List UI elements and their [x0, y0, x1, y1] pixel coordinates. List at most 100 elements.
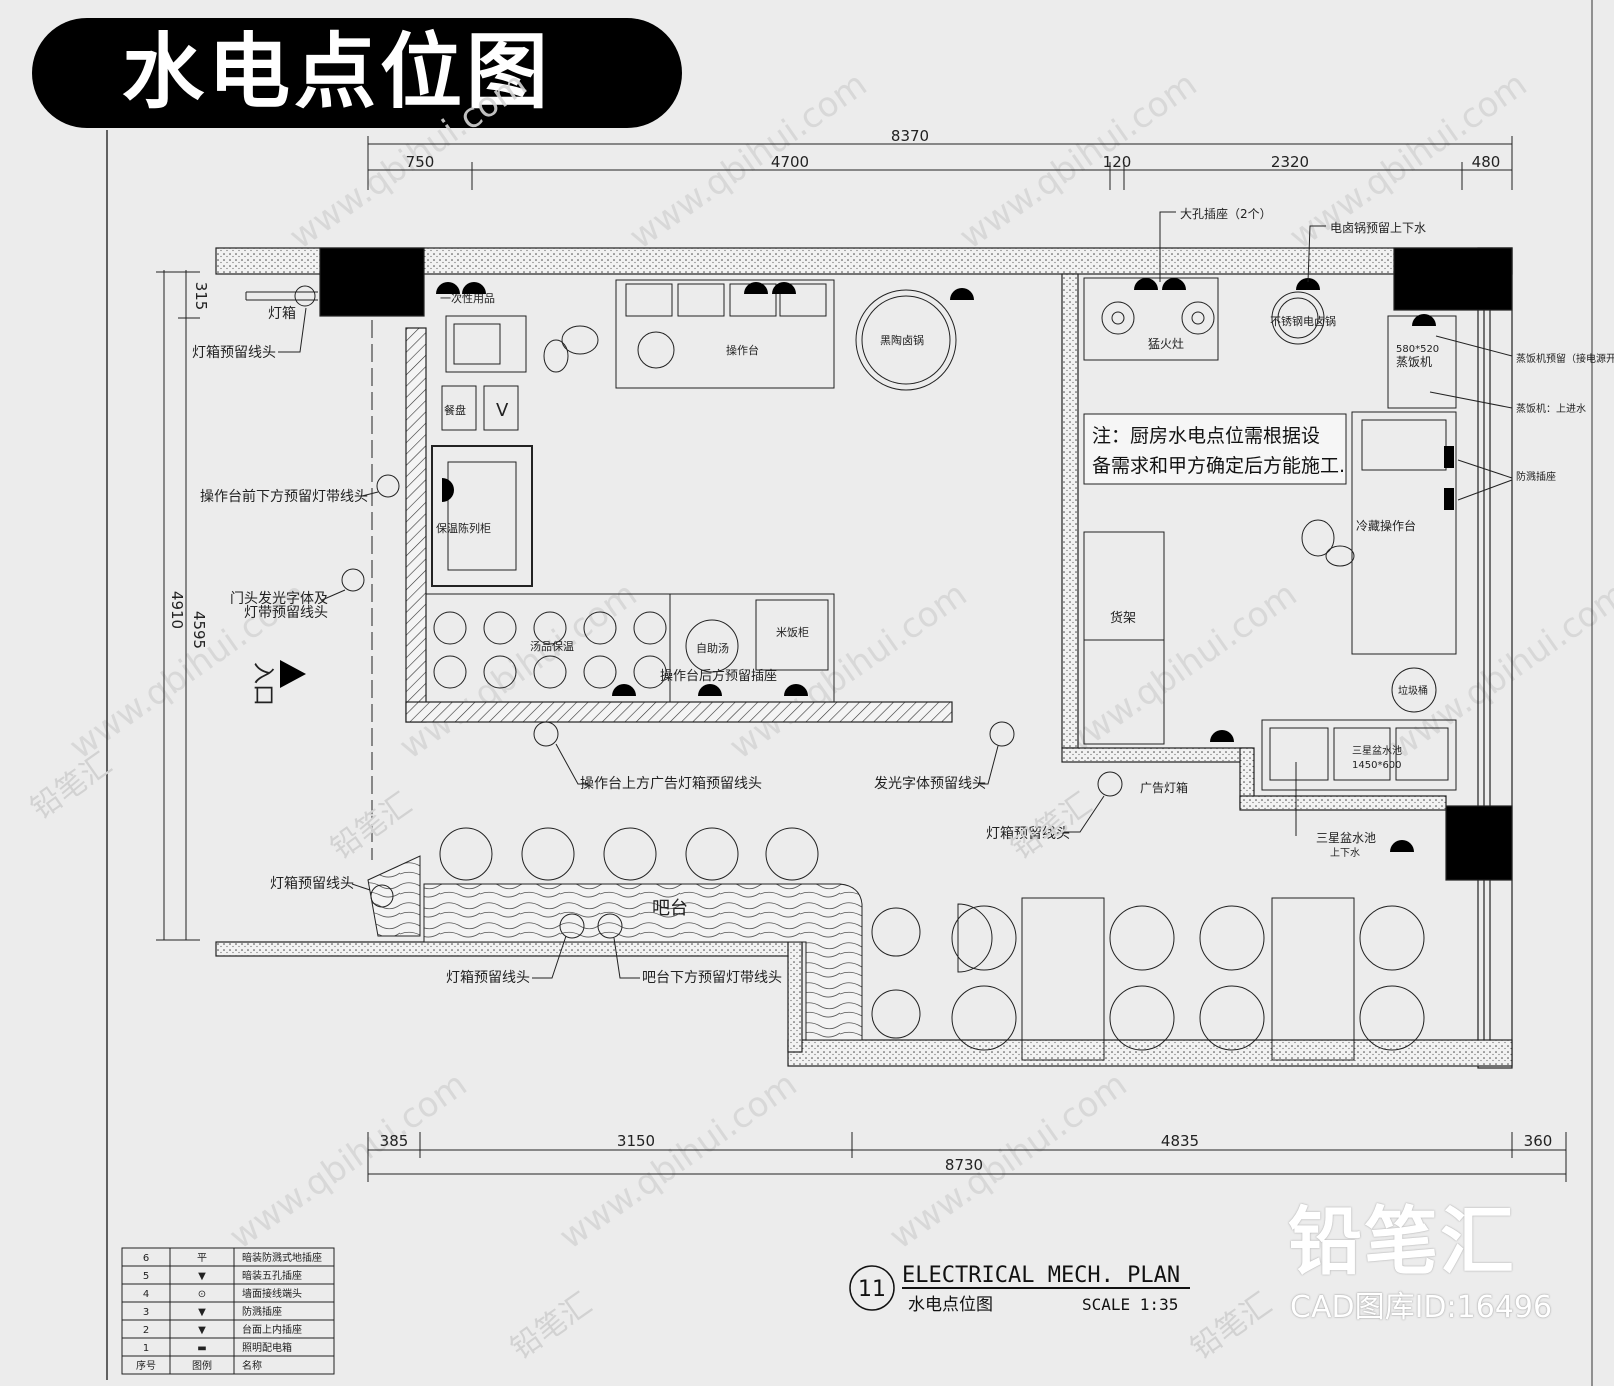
- dim-top-seg-2: 4700: [771, 153, 809, 171]
- label-fridge-table: 冷藏操作台: [1356, 518, 1416, 533]
- counter-left: [405, 327, 427, 723]
- kitchen-note-1: 注：厨房水电点位需根据设: [1092, 425, 1320, 447]
- label-display-case: 保温陈列柜: [436, 521, 491, 535]
- kitchen-note-box: [1083, 413, 1347, 485]
- label-steamer-water: 蒸饭机：上进水: [1516, 402, 1586, 415]
- fridge-table: [1351, 411, 1457, 655]
- legend-symbol: ▼: [198, 1271, 206, 1282]
- label-stove: 猛火灶: [1148, 337, 1184, 351]
- label-rice-cabinet: 米饭柜: [776, 626, 809, 639]
- pillar-top-left: [319, 247, 425, 317]
- watermark: www.qbihui.com: [882, 1064, 1134, 1257]
- label-bar: 吧台: [652, 898, 688, 919]
- person-figure-kitchen: [1301, 519, 1355, 567]
- dim-top-seg-4: 2320: [1271, 153, 1309, 171]
- claypot-stove: [855, 289, 957, 391]
- legend-symbol: ▬: [197, 1343, 206, 1354]
- label-door-sign-1: 门头发光字体及: [230, 591, 328, 607]
- dim-left-inner: 4595: [190, 611, 208, 649]
- dim-top-seg-3: 120: [1103, 153, 1132, 171]
- brand-logo-text: 铅笔汇: [1288, 1199, 1516, 1285]
- legend-no: 2: [143, 1325, 149, 1336]
- page-title-banner: 水电点位图: [32, 18, 682, 128]
- wall-bottom-left: [215, 941, 803, 957]
- label-self-serve: 自助汤: [696, 641, 729, 655]
- display-case: [431, 445, 533, 587]
- legend-table: 6 平 暗装防溅式地插座 5 ▼ 暗装五孔插座 4 ⊙ 墙面接线端头 3 ▼ 防…: [121, 1247, 335, 1375]
- legend-symbol: ▼: [198, 1307, 206, 1318]
- kitchen-area: 猛火灶 不锈钢电卤锅 注：厨房水电点位需根据设 备需求和甲方确定后方能施工. 货…: [1083, 206, 1614, 859]
- dim-top-total: 8370: [891, 127, 929, 145]
- label-soup-pots: 汤品保温: [530, 639, 574, 653]
- dim-bottom-seg-3: 4835: [1161, 1132, 1199, 1150]
- walls: [215, 247, 1513, 1069]
- legend-header-symbol: 图例: [192, 1359, 212, 1372]
- legend-symbol: 平: [197, 1253, 207, 1264]
- label-steamer: 蒸饭机: [1396, 355, 1432, 369]
- plan-scale: SCALE 1:35: [1082, 1295, 1178, 1314]
- operation-table: [615, 279, 835, 389]
- watermark: www.qbihui.com: [1382, 574, 1614, 767]
- pillar-top-right: [1393, 247, 1513, 311]
- counter-bottom: [405, 701, 953, 723]
- label-lamp-box-reserve-3: 灯箱预留线头: [446, 970, 530, 986]
- left-dimensions: 315 4910 4595: [156, 270, 210, 941]
- legend-no: 4: [143, 1289, 149, 1300]
- label-bar-strip: 吧台下方预留灯带线头: [642, 970, 782, 986]
- legend-symbol: ▼: [198, 1325, 206, 1336]
- watermark: www.qbihui.com: [222, 1064, 474, 1257]
- label-door-sign-2: 灯带预留线头: [244, 605, 328, 621]
- label-anti-splash: 防溅插座: [1516, 470, 1556, 483]
- label-operation-table: 操作台: [726, 343, 759, 357]
- kitchen-partition: [1061, 273, 1079, 749]
- legend-name: 墙面接线端头: [242, 1287, 302, 1300]
- label-claypot-stove: 黑陶卤锅: [880, 333, 924, 347]
- dim-left-small: 315: [192, 282, 210, 311]
- wall-bottom-right: [787, 1039, 1513, 1067]
- label-lamp-box-reserve-2: 灯箱预留线头: [986, 826, 1070, 842]
- plan-title-english: ELECTRICAL MECH. PLAN: [902, 1263, 1180, 1288]
- label-glow-letters: 发光字体预留线头: [874, 776, 986, 792]
- legend-name: 防溅插座: [242, 1305, 282, 1318]
- dim-left-outer: 4910: [168, 591, 186, 629]
- watermark-layer: www.qbihui.com www.qbihui.com www.qbihui…: [62, 64, 1614, 1257]
- watermark: www.qbihui.com: [552, 1064, 804, 1257]
- legend-no: 1: [143, 1343, 149, 1354]
- sockets-kitchen: [1134, 278, 1454, 852]
- steel-pot: [1271, 291, 1325, 345]
- legend-name: 暗装防溅式地插座: [242, 1251, 322, 1264]
- cup-holder: [483, 385, 519, 431]
- watermark: www.qbihui.com: [1052, 574, 1304, 767]
- legend-no: 6: [143, 1253, 149, 1264]
- label-steamer-power: 蒸饭机预留（接电源开关）: [1516, 352, 1614, 365]
- label-table-front-strip: 操作台前下方预留灯带线头: [200, 488, 368, 505]
- label-table-top-ad: 操作台上方广告灯箱预留线头: [580, 776, 762, 792]
- legend-name: 暗装五孔插座: [242, 1269, 302, 1282]
- label-big-socket: 大孔插座（2个）: [1180, 206, 1272, 221]
- operation-area: 一次性用品 餐盘 V 保温陈列柜 汤品保温 自助汤 米饭柜 操作台后方预留插座 …: [425, 279, 974, 703]
- watermark: www.qbihui.com: [392, 574, 644, 767]
- legend-header-name: 名称: [242, 1359, 262, 1372]
- label-ad-lightbox: 广告灯箱: [1140, 780, 1188, 795]
- legend-no: 3: [143, 1307, 149, 1318]
- legend-name: 照明配电箱: [242, 1341, 292, 1354]
- trash-bin: [1391, 667, 1437, 713]
- label-steel-pot-socket: 电卤锅预留上下水: [1330, 220, 1426, 235]
- plan-title-block: 11 ELECTRICAL MECH. PLAN 水电点位图 SCALE 1:3…: [849, 1263, 1190, 1315]
- label-tray: 餐盘: [444, 403, 466, 417]
- bar-stools: [439, 827, 819, 881]
- plan-title-chinese: 水电点位图: [908, 1295, 993, 1315]
- bottom-dimensions: 385 3150 4835 360 8730: [367, 1132, 1567, 1182]
- bar-area: 吧台 灯箱预留线头 吧台下方预留灯带线头: [423, 827, 1425, 1061]
- pillar-mid-right: [1445, 805, 1513, 881]
- watermark-brand: 铅笔汇: [1185, 1286, 1279, 1366]
- label-disposable: 一次性用品: [440, 291, 495, 305]
- dim-top-seg-1: 750: [406, 153, 435, 171]
- page-title: 水电点位图: [122, 25, 553, 120]
- label-sink-size: 1450*600: [1352, 760, 1402, 771]
- label-steel-pot: 不锈钢电卤锅: [1270, 315, 1336, 328]
- dim-bottom-total: 8730: [945, 1156, 983, 1174]
- sockets-top: [436, 282, 974, 696]
- legend-no: 5: [143, 1271, 149, 1282]
